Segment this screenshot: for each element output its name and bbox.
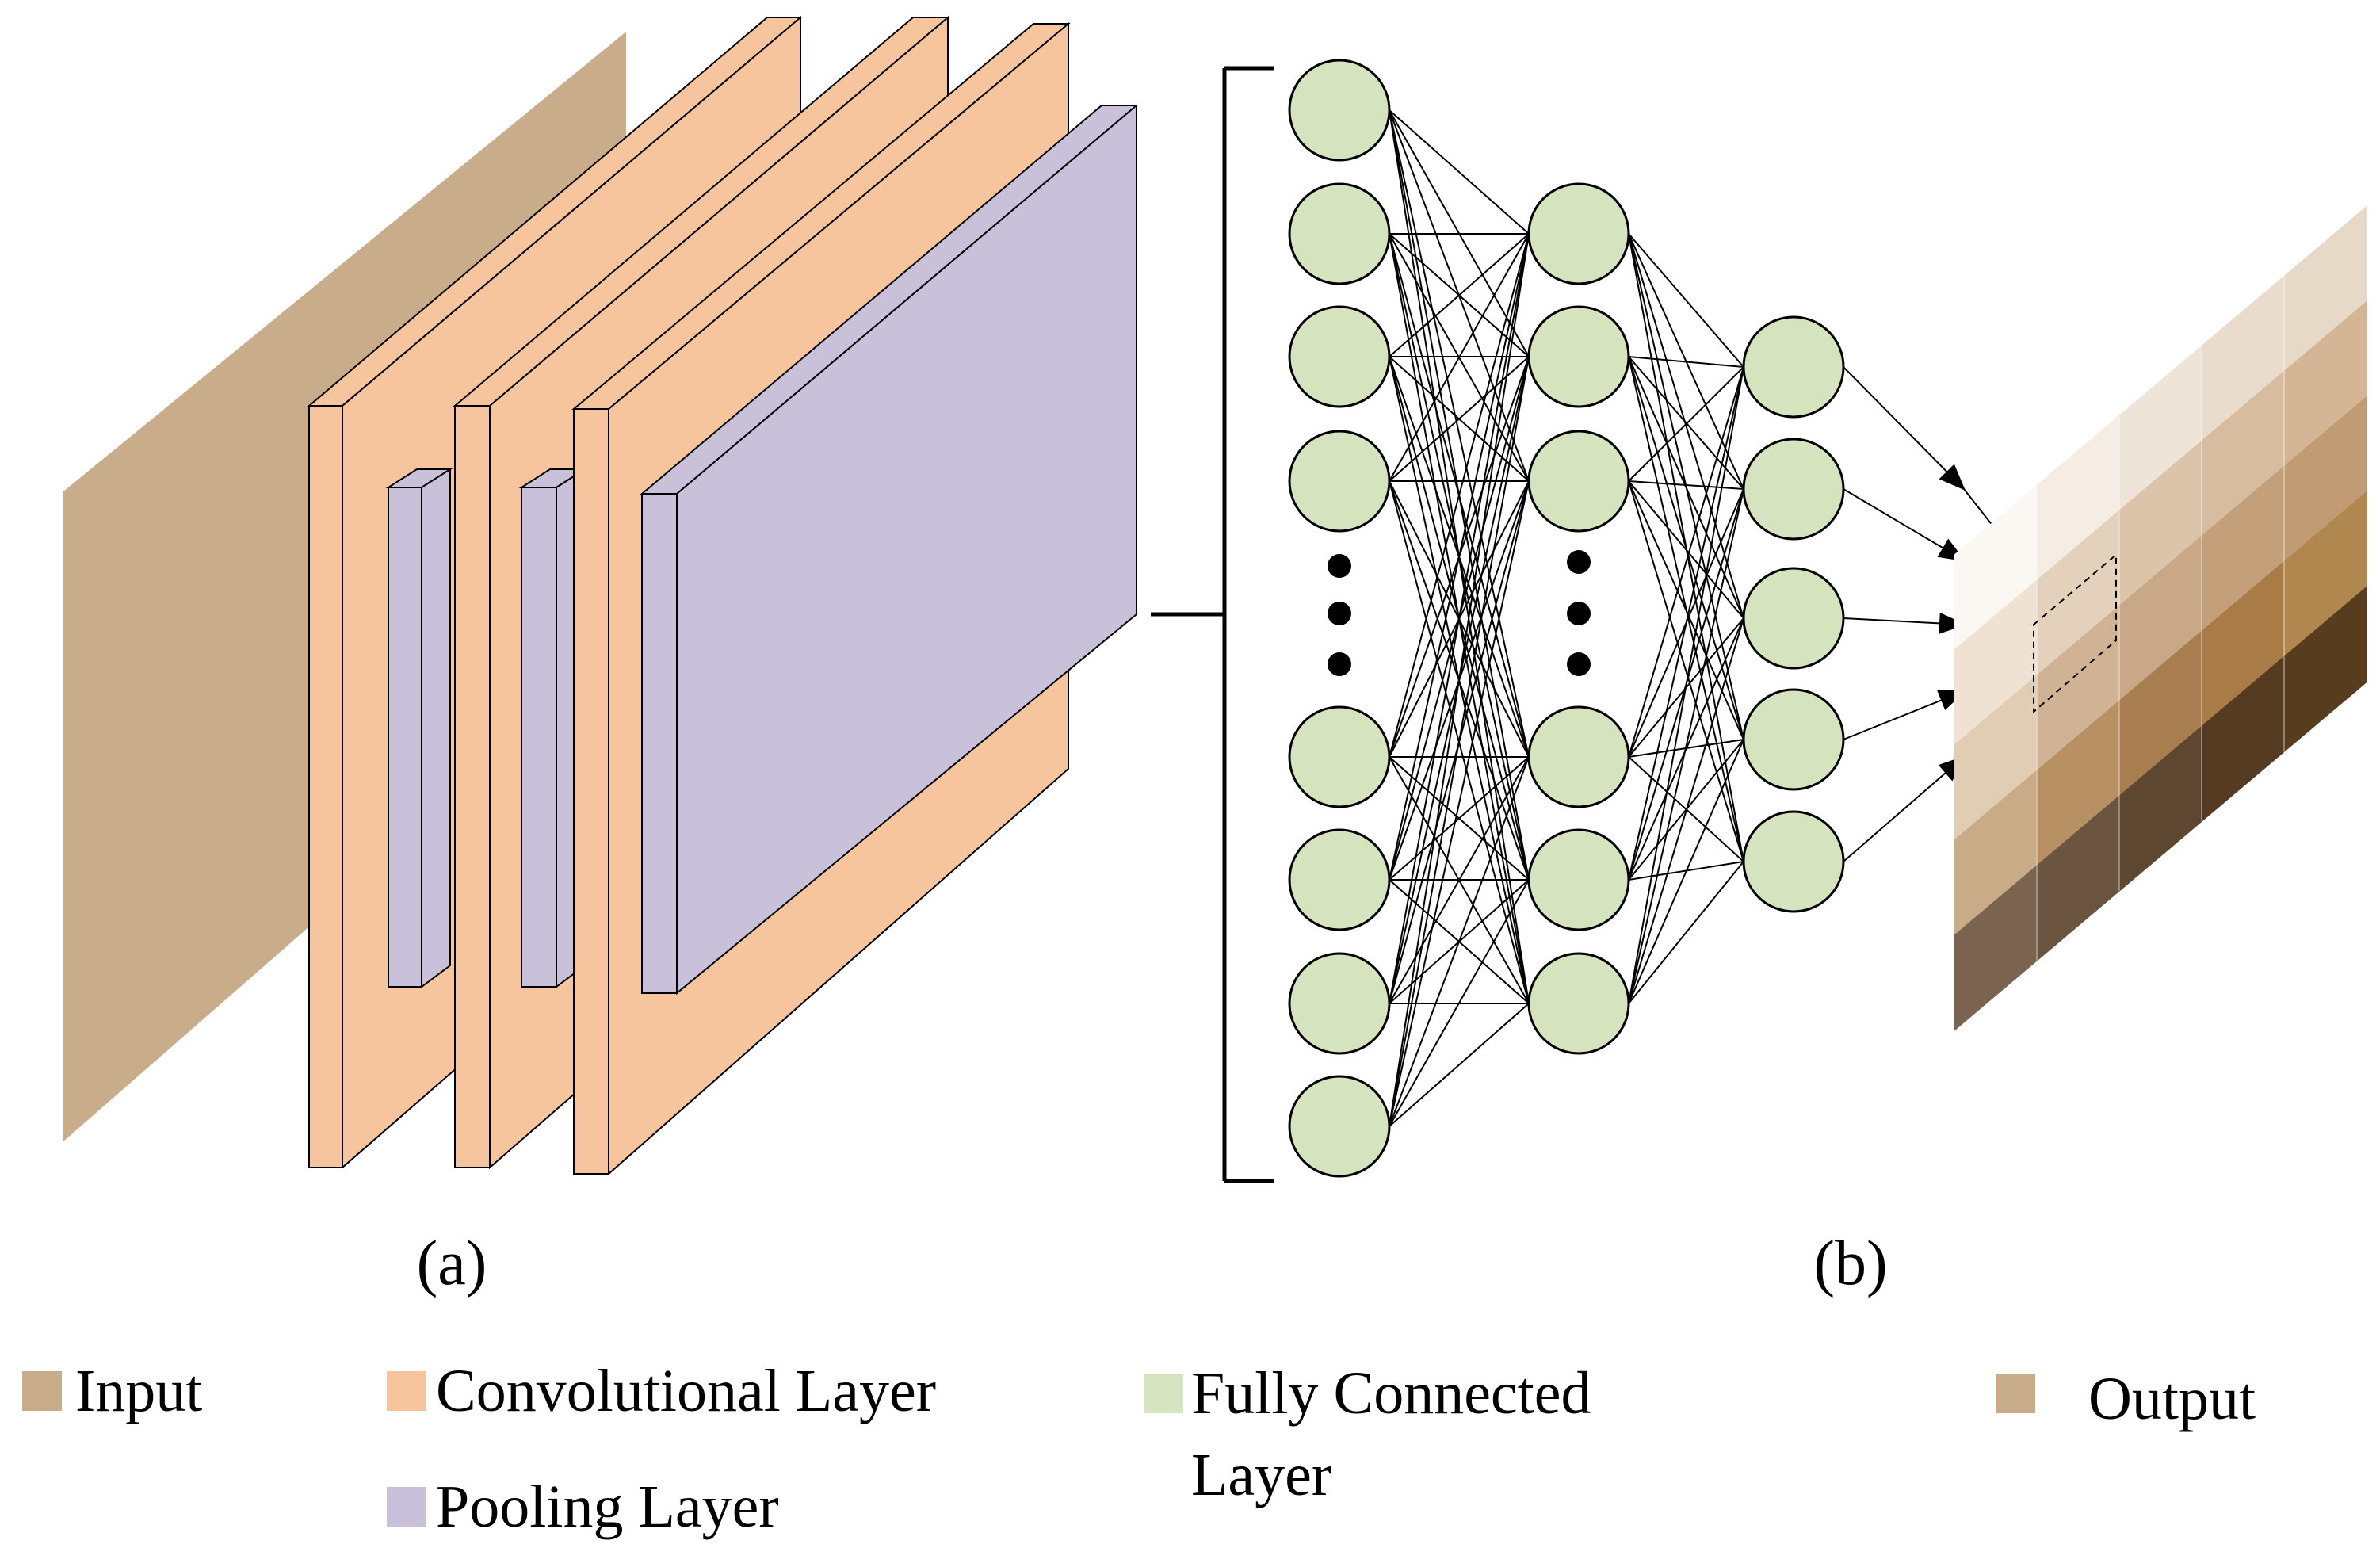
connection-line: [1628, 366, 1744, 758]
fc-layer-2-neuron: [1527, 828, 1630, 931]
connection-line: [1389, 233, 1530, 1127]
connection-line: [1628, 356, 1744, 740]
connection-line: [1628, 366, 1744, 482]
fc-layer-1-neuron: [1288, 305, 1391, 408]
fc-neurons: [1288, 59, 1845, 1178]
connection-line: [1628, 861, 1744, 1004]
fc-layer-1-neuron: [1288, 828, 1391, 931]
connection-line: [1628, 480, 1744, 862]
bracket: [1151, 66, 1274, 1183]
subfigure-label-b: (b): [1813, 1229, 1887, 1298]
legend-swatch-output: [1996, 1374, 2035, 1413]
connection-line: [1389, 356, 1530, 1127]
ellipsis-dots: [1328, 550, 1591, 676]
fc-layer-1-neuron: [1288, 952, 1391, 1055]
legend-label-fc-line1: Fully Connected: [1191, 1360, 1591, 1427]
conv-layer-3: [571, 21, 1139, 1176]
pool-layer-3-front: [641, 493, 678, 994]
legend-label-fc-line2: Layer: [1191, 1442, 1331, 1508]
connection-line: [1389, 233, 1530, 758]
legend-swatch-input: [22, 1371, 62, 1411]
connection-line: [1628, 366, 1744, 881]
legend-label-conv: Convolutional Layer: [436, 1358, 936, 1424]
output-arrow-line: [1843, 756, 1965, 862]
connection-line: [1628, 233, 1744, 368]
legend-swatch-fc: [1144, 1374, 1183, 1413]
ellipsis-dot: [1567, 602, 1591, 625]
conv-layer-2-front: [454, 405, 491, 1168]
fc-layer-2-neuron: [1527, 430, 1630, 533]
pool-layer-1-side: [421, 468, 451, 988]
receptive-field-box: [2033, 552, 2117, 714]
fc-layer-2-neuron: [1527, 182, 1630, 285]
fc-layer-3-neuron: [1742, 567, 1845, 670]
connection-line: [1628, 617, 1744, 1004]
fc-layer-1-neuron: [1288, 182, 1391, 285]
legend-label-input: Input: [75, 1358, 202, 1424]
conv-layer-1-front: [308, 405, 343, 1168]
connection-line: [1389, 756, 1530, 881]
subfigure-label-a: (a): [417, 1229, 487, 1298]
legend-swatch-conv: [387, 1371, 426, 1411]
connection-line: [1389, 109, 1530, 758]
output-cell: [2283, 586, 2367, 753]
output-arrowhead: [1939, 464, 1966, 491]
connection-line: [1628, 739, 1744, 1004]
ellipsis-dot: [1567, 550, 1591, 574]
legend-swatch-pool: [387, 1487, 426, 1527]
connection-line: [1389, 233, 1530, 482]
legend-label-output: Output: [2088, 1366, 2256, 1432]
fc-layer-1-neuron: [1288, 1075, 1391, 1178]
pool-layer-1-front: [388, 487, 422, 988]
connection-line: [1389, 756, 1530, 1004]
fc-layer-3-neuron: [1742, 438, 1845, 541]
pool-layer-2-front: [521, 487, 557, 988]
fc-layer-3-neuron: [1742, 315, 1845, 419]
connection-line: [1389, 356, 1530, 482]
connection-line: [1389, 233, 1530, 1004]
fc-connections: [1389, 109, 1744, 1127]
connection-line: [1389, 756, 1530, 1127]
output-grid: [1954, 205, 2367, 1032]
connection-line: [1389, 233, 1530, 357]
connection-line: [1628, 366, 1744, 1004]
fc-layer-2-neuron: [1527, 705, 1630, 808]
fc-layer-1-neuron: [1288, 430, 1391, 533]
ellipsis-dot: [1567, 652, 1591, 676]
connection-line: [1389, 879, 1530, 1127]
fc-layer-3-neuron: [1742, 810, 1845, 913]
connection-line: [1628, 488, 1744, 1004]
connection-line: [1628, 480, 1744, 740]
connection-line: [1389, 480, 1530, 1127]
output-arrow-line: [1843, 366, 1965, 490]
fc-layer-2-neuron: [1527, 305, 1630, 408]
legend: Input Convolutional Layer Pooling Layer …: [22, 1358, 2256, 1540]
ellipsis-dot: [1328, 602, 1351, 625]
fc-layer-1-neuron: [1288, 59, 1391, 162]
connection-line: [1389, 233, 1530, 881]
legend-label-pool: Pooling Layer: [436, 1473, 779, 1540]
connection-line: [1389, 109, 1530, 235]
output-arrowhead: [1939, 612, 1966, 634]
fc-layer-2-neuron: [1527, 952, 1630, 1055]
connection-line: [1628, 480, 1744, 619]
connection-line: [1389, 1003, 1530, 1127]
connection-line: [1628, 356, 1744, 368]
fc-layer-1-neuron: [1288, 705, 1391, 808]
connection-line: [1628, 356, 1744, 490]
fc-layer-3-neuron: [1742, 688, 1845, 791]
conv-layer-3-front: [573, 408, 609, 1175]
ellipsis-dot: [1328, 554, 1351, 578]
ellipsis-dot: [1328, 652, 1351, 676]
connection-line: [1628, 480, 1744, 490]
